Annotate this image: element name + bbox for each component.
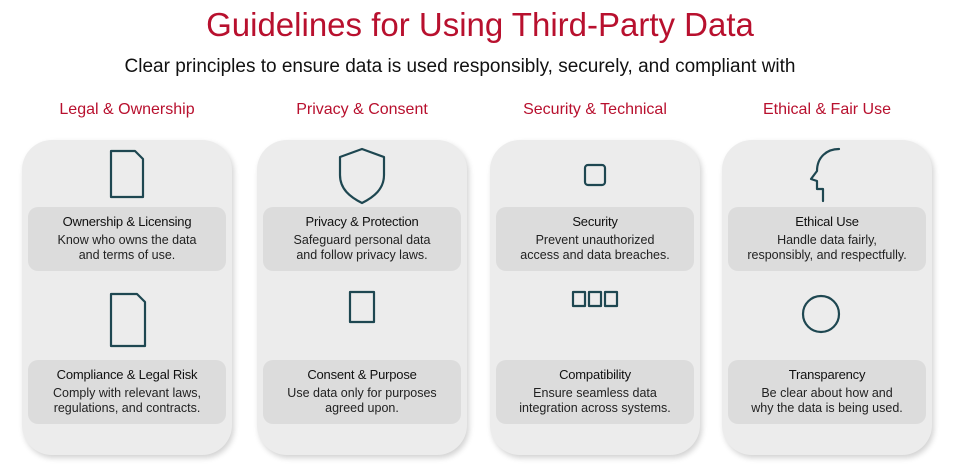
magnifier-pulse-icon bbox=[801, 294, 841, 334]
circuit-lock-icon bbox=[583, 163, 607, 187]
document-shield-icon bbox=[109, 149, 145, 199]
column-heading: Legal & Ownership bbox=[59, 101, 195, 118]
description-line: Prevent unauthorized bbox=[535, 233, 655, 247]
description-line: Know who owns the data bbox=[57, 233, 197, 247]
data-funnel-icon bbox=[571, 290, 619, 308]
column-heading: Privacy & Consent bbox=[296, 101, 428, 118]
description-line: why the data is being used. bbox=[751, 401, 903, 415]
description-line: agreed upon. bbox=[325, 401, 399, 415]
guideline-description: Comply with relevant laws,regulations, a… bbox=[28, 386, 226, 416]
guideline-title: Privacy & Protection bbox=[305, 214, 419, 229]
guideline-item: Consent & Purpose Use data only for purp… bbox=[263, 360, 461, 424]
description-line: Use data only for purposes bbox=[287, 386, 437, 400]
guideline-item: Privacy & Protection Safeguard personal … bbox=[263, 207, 461, 271]
handshake-document-icon bbox=[348, 290, 376, 324]
guideline-title: Security bbox=[572, 214, 618, 229]
guideline-item: Ownership & Licensing Know who owns the … bbox=[28, 207, 226, 271]
description-line: and follow privacy laws. bbox=[296, 248, 428, 262]
document-gavel-icon bbox=[109, 292, 147, 348]
column-heading: Security & Technical bbox=[523, 101, 667, 118]
guideline-title: Ownership & Licensing bbox=[62, 214, 192, 229]
guideline-title: Consent & Purpose bbox=[307, 367, 417, 382]
description-line: and terms of use. bbox=[78, 248, 176, 262]
page-subtitle: Clear principles to ensure data is used … bbox=[124, 56, 796, 77]
guideline-description: Handle data fairly,responsibly, and resp… bbox=[728, 233, 926, 263]
description-line: Handle data fairly, bbox=[777, 233, 877, 247]
guideline-title: Ethical Use bbox=[795, 214, 859, 229]
column-heading: Ethical & Fair Use bbox=[762, 101, 892, 118]
guideline-title: Compatibility bbox=[559, 367, 631, 382]
page-title: Guidelines for Using Third-Party Data bbox=[206, 6, 754, 43]
guideline-title: Transparency bbox=[788, 367, 866, 382]
guideline-title: Compliance & Legal Risk bbox=[56, 367, 198, 382]
category-card: Ownership & Licensing Know who owns the … bbox=[22, 140, 232, 455]
shield-check-icon bbox=[338, 147, 386, 205]
head-scales-icon bbox=[809, 147, 841, 203]
category-card: Ethical Use Handle data fairly,responsib… bbox=[722, 140, 932, 455]
description-line: Ensure seamless data bbox=[533, 386, 657, 400]
category-card: Privacy & Protection Safeguard personal … bbox=[257, 140, 467, 455]
description-line: integration across systems. bbox=[519, 401, 671, 415]
guideline-item: Ethical Use Handle data fairly,responsib… bbox=[728, 207, 926, 271]
description-line: responsibly, and respectfully. bbox=[747, 248, 907, 262]
description-line: access and data breaches. bbox=[520, 248, 670, 262]
description-line: Comply with relevant laws, bbox=[53, 386, 201, 400]
description-line: Be clear about how and bbox=[761, 386, 893, 400]
guideline-item: Compliance & Legal Risk Comply with rele… bbox=[28, 360, 226, 424]
description-line: regulations, and contracts. bbox=[53, 401, 201, 415]
description-line: Safeguard personal data bbox=[293, 233, 431, 247]
